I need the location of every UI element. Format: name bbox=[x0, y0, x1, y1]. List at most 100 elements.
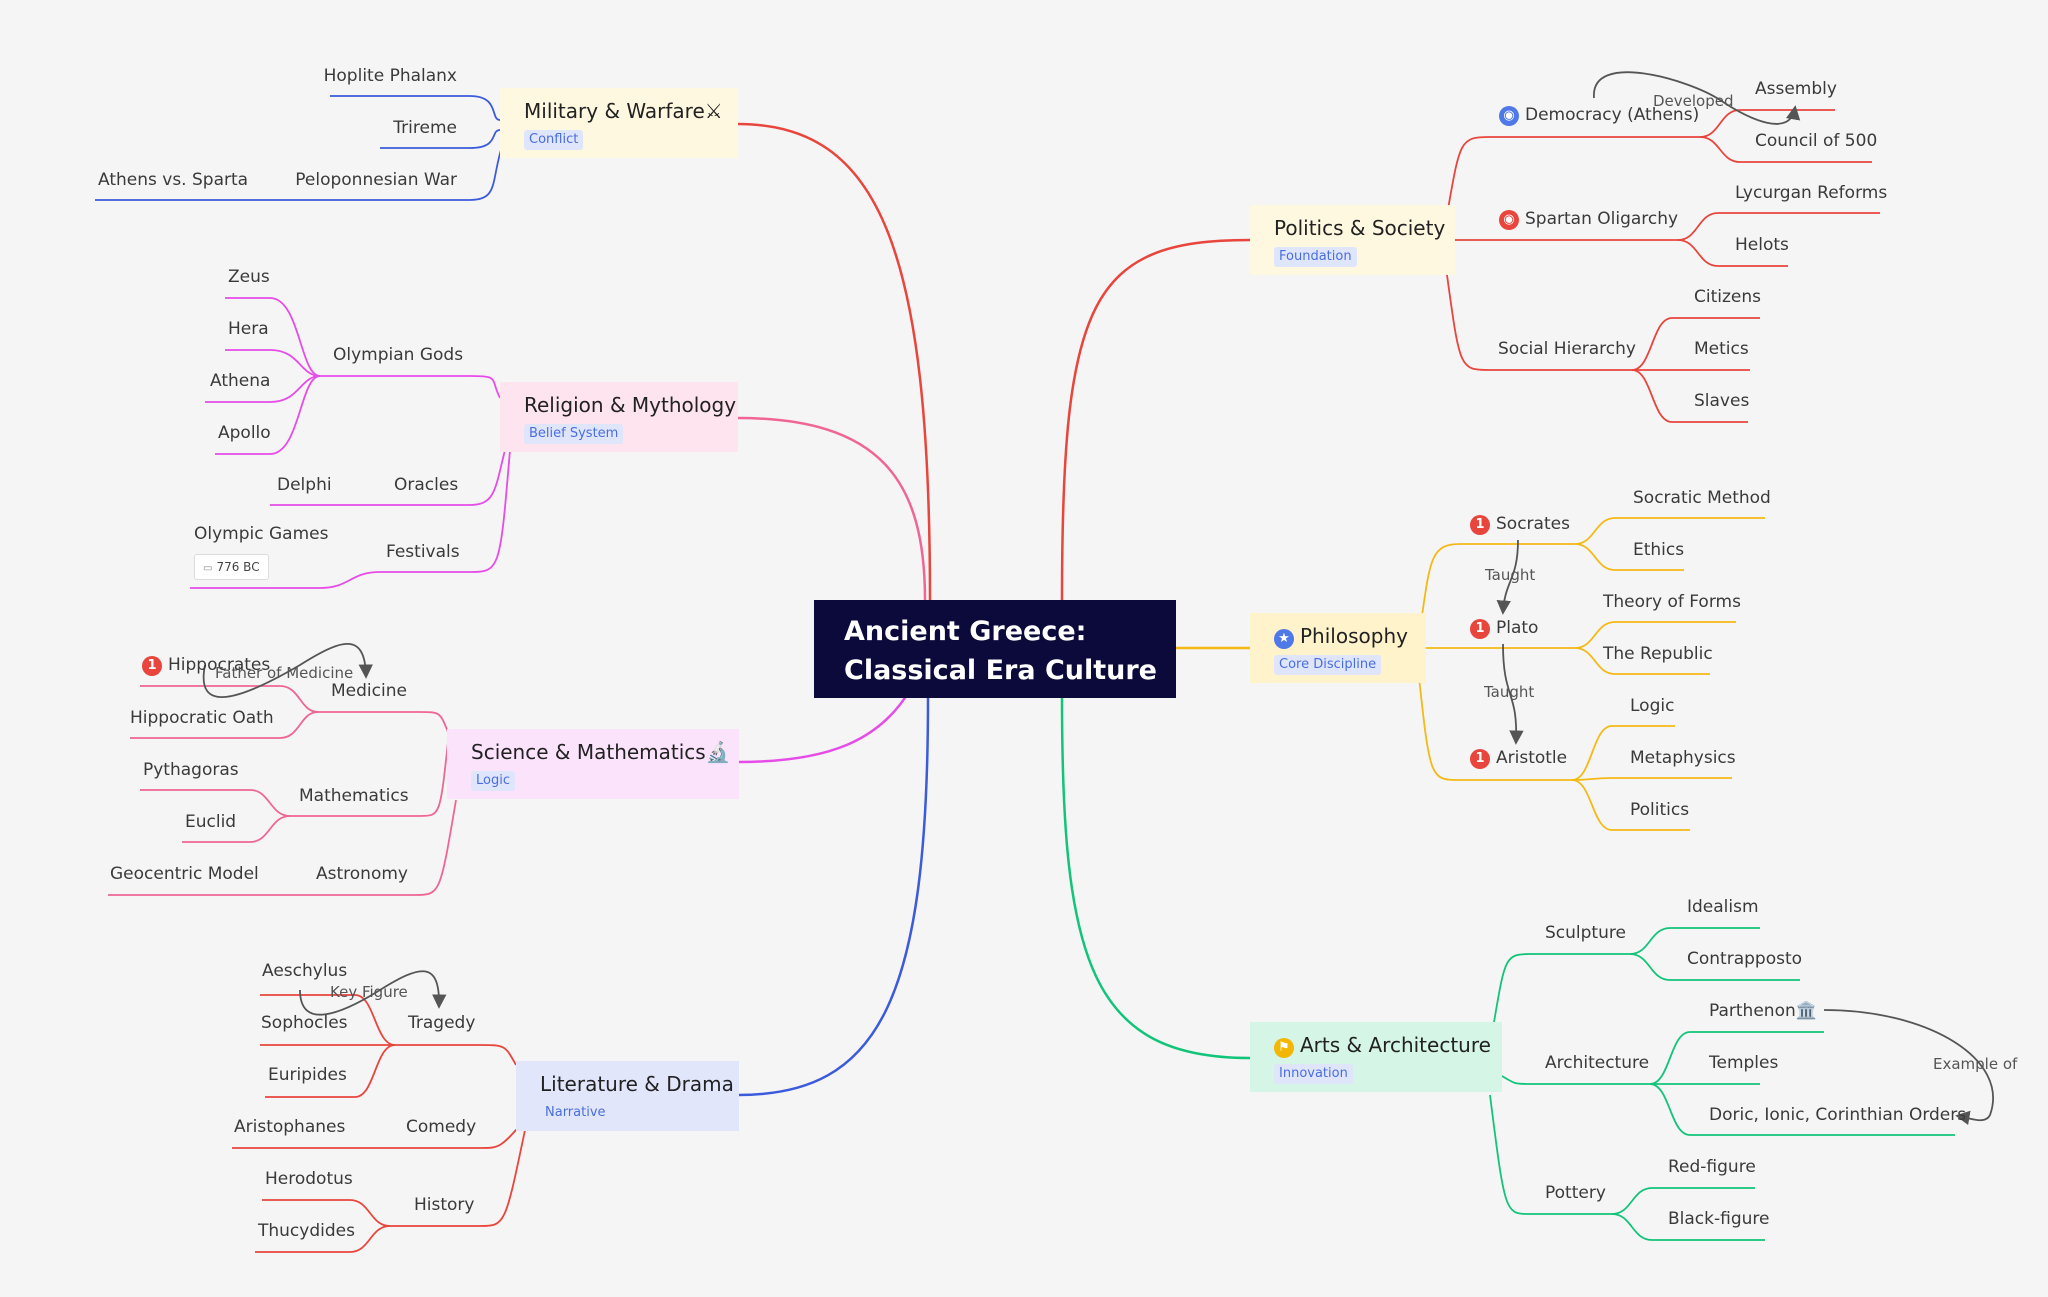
leaf-athena[interactable]: Athena bbox=[210, 371, 271, 391]
relation-developed-arrow bbox=[1593, 71, 1801, 125]
leaf-olympic-games[interactable]: Olympic Games bbox=[194, 524, 329, 544]
leaf-pottery[interactable]: Pottery bbox=[1545, 1183, 1606, 1203]
leaf-hera[interactable]: Hera bbox=[228, 319, 269, 339]
relation-keyfigure-label[interactable]: Key Figure bbox=[330, 983, 408, 1001]
branch-science-tag: Logic bbox=[471, 771, 515, 791]
flag-icon: ⚑ bbox=[1274, 1038, 1294, 1058]
leaf-comedy[interactable]: Comedy bbox=[406, 1117, 477, 1137]
branch-politics[interactable]: Politics & Society Foundation bbox=[1250, 205, 1455, 275]
leaf-politics[interactable]: Politics bbox=[1630, 800, 1690, 820]
branch-philosophy[interactable]: ★ Philosophy Core Discipline bbox=[1250, 613, 1426, 683]
leaf-architecture[interactable]: Architecture bbox=[1545, 1053, 1650, 1073]
leaf-idealism[interactable]: Idealism bbox=[1687, 897, 1759, 917]
leaf-hippocratic-oath[interactable]: Hippocratic Oath bbox=[130, 708, 274, 728]
leaf-the-republic[interactable]: The Republic bbox=[1603, 644, 1713, 664]
leaf-assembly[interactable]: Assembly bbox=[1755, 79, 1837, 99]
central-topic-line2: Classical Era Culture bbox=[844, 655, 1157, 686]
relation-developed-label[interactable]: Developed bbox=[1653, 92, 1734, 110]
leaf-athens-vs-sparta[interactable]: Athens vs. Sparta bbox=[98, 170, 249, 190]
branch-science-title: Science & Mathematics🔬 bbox=[471, 740, 731, 764]
connector-politics bbox=[1060, 238, 1252, 602]
branch-literature[interactable]: Literature & Drama Narrative bbox=[516, 1061, 739, 1131]
connector-literature bbox=[736, 696, 930, 1097]
branch-philosophy-tag: Core Discipline bbox=[1274, 655, 1382, 675]
branch-arts-tag: Innovation bbox=[1274, 1064, 1353, 1084]
leaf-peloponnesian-war[interactable]: Peloponnesian War bbox=[295, 170, 457, 190]
branch-literature-tag: Narrative bbox=[545, 1105, 606, 1120]
leaf-plato-label: Plato bbox=[1496, 618, 1539, 638]
leaf-thucydides[interactable]: Thucydides bbox=[258, 1221, 355, 1241]
leaf-euclid[interactable]: Euclid bbox=[185, 812, 237, 832]
leaf-parthenon[interactable]: Parthenon🏛️ bbox=[1709, 1001, 1817, 1021]
leaf-aeschylus[interactable]: Aeschylus bbox=[262, 961, 348, 981]
leaf-trireme[interactable]: Trireme bbox=[393, 118, 457, 138]
leaf-citizens[interactable]: Citizens bbox=[1694, 287, 1761, 307]
leaf-hoplite-phalanx[interactable]: Hoplite Phalanx bbox=[323, 66, 457, 86]
relation-taught1-arrow bbox=[1496, 539, 1519, 615]
priority-badge: 1 bbox=[1470, 515, 1490, 535]
leaf-metaphysics[interactable]: Metaphysics bbox=[1630, 748, 1736, 768]
leaf-zeus[interactable]: Zeus bbox=[228, 267, 270, 287]
leaf-sophocles[interactable]: Sophocles bbox=[261, 1013, 348, 1033]
leaf-socratic-method[interactable]: Socratic Method bbox=[1633, 488, 1771, 508]
star-icon: ★ bbox=[1274, 629, 1294, 649]
leaf-theory-of-forms[interactable]: Theory of Forms bbox=[1603, 592, 1741, 612]
relation-example-label[interactable]: Example of bbox=[1933, 1055, 2018, 1073]
leaf-festivals[interactable]: Festivals bbox=[386, 542, 460, 562]
leaf-euripides[interactable]: Euripides bbox=[268, 1065, 347, 1085]
branch-arts[interactable]: ⚑Arts & Architecture Innovation bbox=[1250, 1022, 1502, 1092]
relation-father-label[interactable]: Father of Medicine bbox=[215, 664, 354, 682]
leaf-medicine[interactable]: Medicine bbox=[331, 681, 407, 701]
olympic-games-date-chip: ▭776 BC bbox=[194, 554, 269, 580]
leaf-astronomy[interactable]: Astronomy bbox=[316, 864, 408, 884]
leaf-logic[interactable]: Logic bbox=[1630, 696, 1675, 716]
leaf-aristotle[interactable]: 1 Aristotle bbox=[1470, 747, 1567, 769]
relation-taught1-label[interactable]: Taught bbox=[1485, 566, 1536, 584]
leaf-delphi[interactable]: Delphi bbox=[277, 475, 332, 495]
leaf-temples[interactable]: Temples bbox=[1709, 1053, 1779, 1073]
priority-badge: 1 bbox=[142, 656, 162, 676]
branch-religion[interactable]: Religion & Mythology Belief System bbox=[500, 382, 738, 452]
leaf-tragedy[interactable]: Tragedy bbox=[408, 1013, 476, 1033]
priority-badge: 1 bbox=[1470, 749, 1490, 769]
leaf-ethics[interactable]: Ethics bbox=[1633, 540, 1685, 560]
leaf-history[interactable]: History bbox=[414, 1195, 475, 1215]
leaf-social-hierarchy[interactable]: Social Hierarchy bbox=[1498, 339, 1636, 359]
central-topic[interactable]: Ancient Greece: Classical Era Culture bbox=[814, 600, 1176, 698]
leaf-helots[interactable]: Helots bbox=[1735, 235, 1789, 255]
leaf-socrates-label: Socrates bbox=[1496, 514, 1570, 534]
leaf-metics[interactable]: Metics bbox=[1694, 339, 1749, 359]
relation-taught2-label[interactable]: Taught bbox=[1484, 683, 1535, 701]
leaf-red-figure[interactable]: Red-figure bbox=[1668, 1157, 1756, 1177]
branch-science[interactable]: Science & Mathematics🔬 Logic bbox=[447, 729, 739, 799]
leaf-mathematics[interactable]: Mathematics bbox=[299, 786, 409, 806]
leaf-slaves[interactable]: Slaves bbox=[1694, 391, 1750, 411]
leaf-aristophanes[interactable]: Aristophanes bbox=[234, 1117, 346, 1137]
leaf-black-figure[interactable]: Black-figure bbox=[1668, 1209, 1770, 1229]
leaf-council-500[interactable]: Council of 500 bbox=[1755, 131, 1878, 151]
relation-example-arrow bbox=[1823, 1009, 1994, 1125]
branch-philosophy-title: ★ Philosophy bbox=[1274, 623, 1408, 649]
connector-science bbox=[736, 688, 912, 764]
leaf-orders[interactable]: Doric, Ionic, Corinthian Orders bbox=[1709, 1105, 1967, 1125]
leaf-geocentric-model[interactable]: Geocentric Model bbox=[110, 864, 259, 884]
leaf-spartan-oligarchy[interactable]: ◉Spartan Oligarchy bbox=[1499, 208, 1678, 230]
leaf-pythagoras[interactable]: Pythagoras bbox=[143, 760, 239, 780]
branch-literature-title: Literature & Drama bbox=[540, 1072, 734, 1096]
leaf-socrates[interactable]: 1 Socrates bbox=[1470, 513, 1570, 535]
branch-military[interactable]: Military & Warfare⚔ Conflict bbox=[500, 88, 738, 158]
leaf-oracles[interactable]: Oracles bbox=[394, 475, 459, 495]
branch-military-tag: Conflict bbox=[524, 130, 584, 150]
leaf-contrapposto[interactable]: Contrapposto bbox=[1687, 949, 1803, 969]
leaf-democracy[interactable]: ◉Democracy (Athens) bbox=[1499, 104, 1699, 126]
branch-philosophy-label: Philosophy bbox=[1300, 624, 1408, 648]
connector-religion bbox=[736, 416, 927, 602]
leaf-sculpture[interactable]: Sculpture bbox=[1545, 923, 1626, 943]
leaf-aristotle-label: Aristotle bbox=[1496, 748, 1568, 768]
leaf-apollo[interactable]: Apollo bbox=[218, 423, 271, 443]
leaf-herodotus[interactable]: Herodotus bbox=[265, 1169, 353, 1189]
leaf-lycurgan-reforms[interactable]: Lycurgan Reforms bbox=[1735, 183, 1888, 203]
leaf-olympian-gods[interactable]: Olympian Gods bbox=[333, 345, 464, 365]
